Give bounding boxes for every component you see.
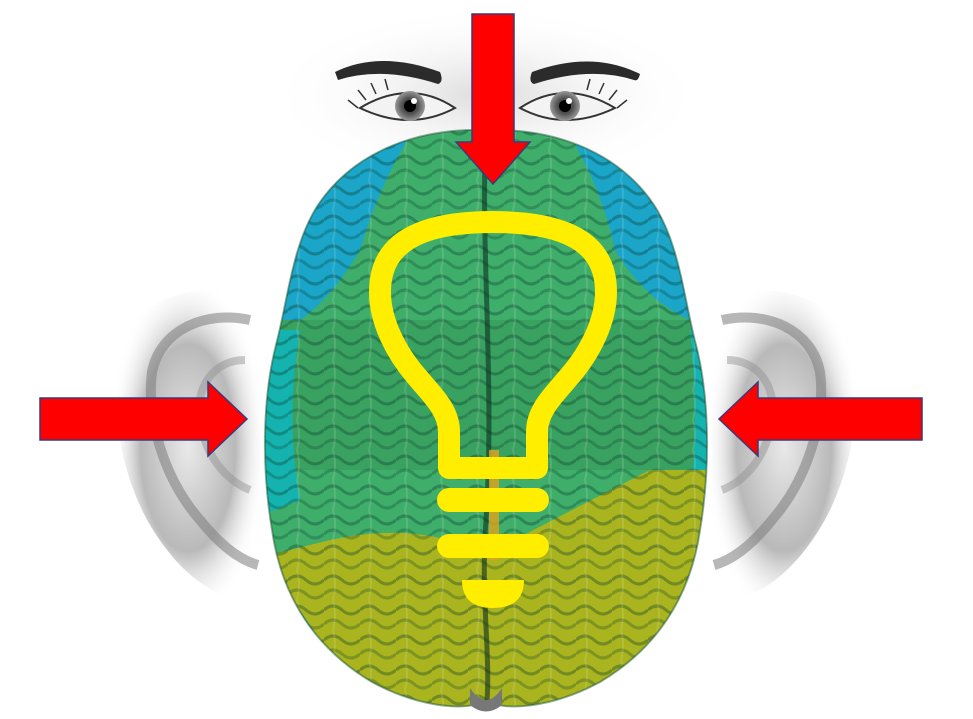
ear-icon: [712, 290, 856, 605]
brain-top-view-icon: [250, 120, 730, 719]
ear-icon: [116, 290, 260, 605]
